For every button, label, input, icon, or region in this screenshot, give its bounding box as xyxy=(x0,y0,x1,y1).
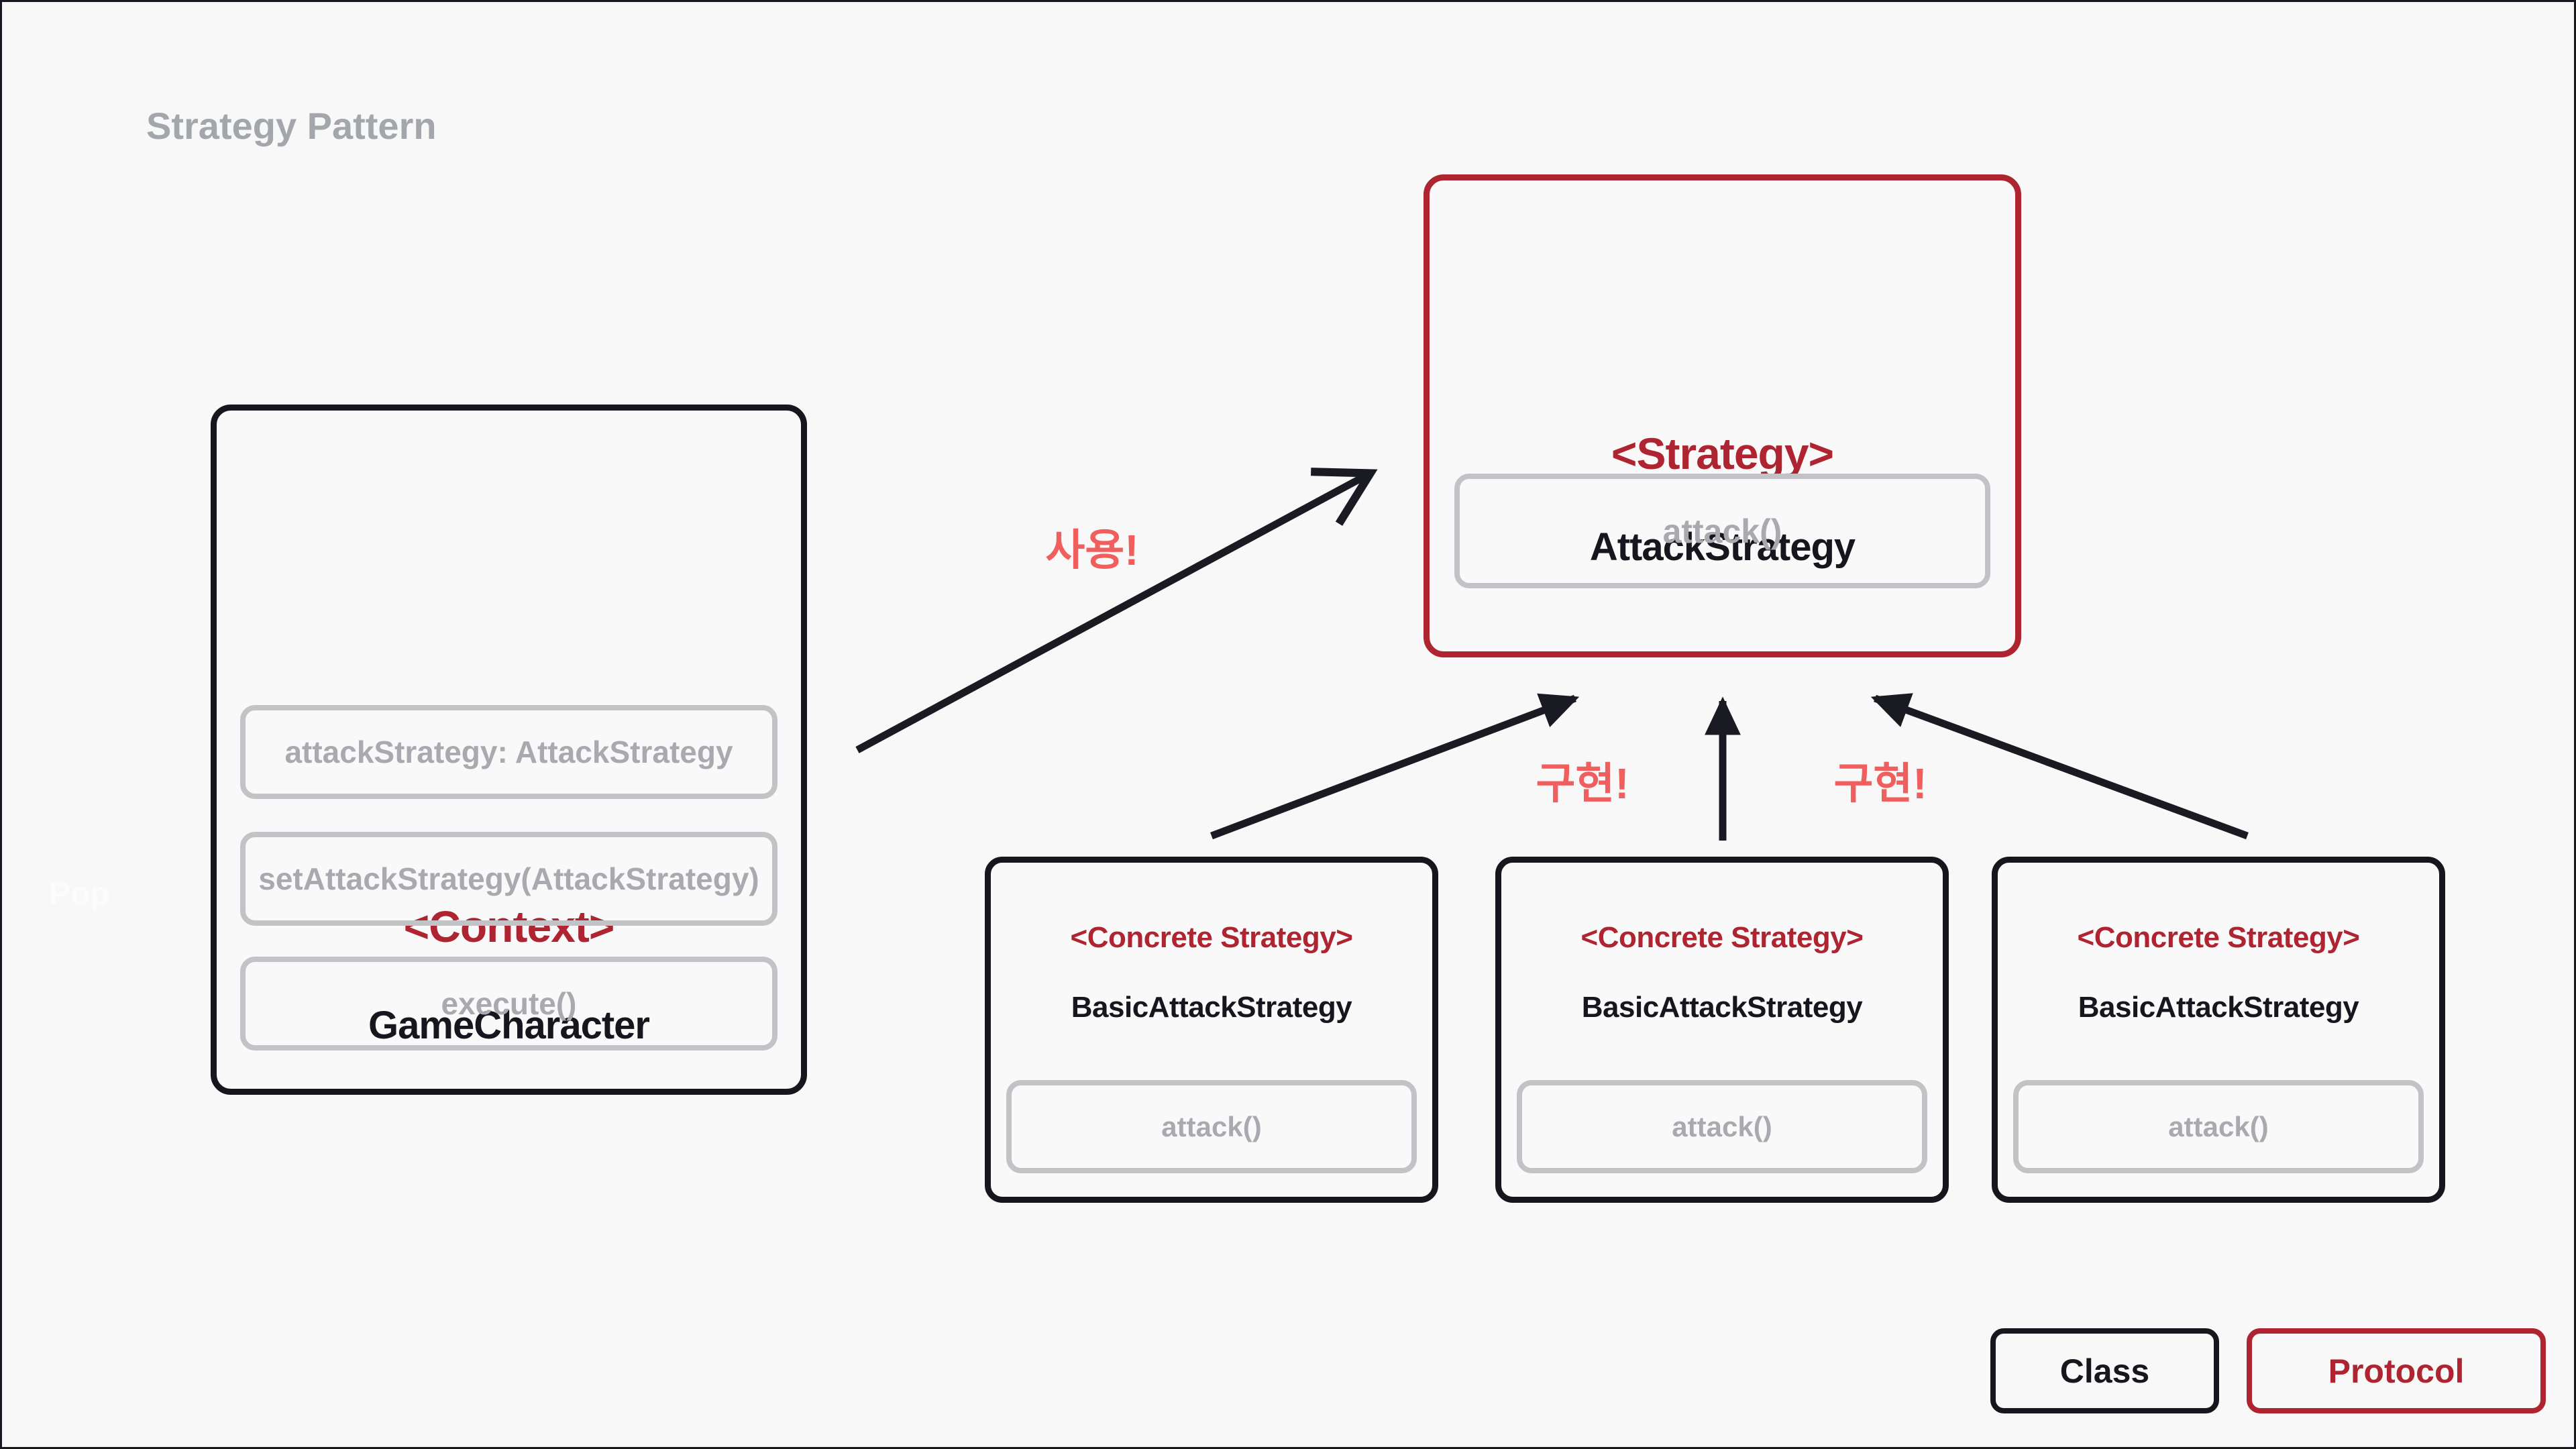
implement-arrow-label-right: 구현! xyxy=(1833,759,1927,808)
concrete-class-name-2: BasicAttackStrategy xyxy=(1581,991,1863,1024)
concrete-strategy-box-1: <Concrete Strategy> BasicAttackStrategy … xyxy=(985,857,1438,1203)
legend-class-chip: Class xyxy=(1990,1328,2219,1413)
page-title: Strategy Pattern xyxy=(146,105,437,147)
concrete-stereotype-3: <Concrete Strategy> xyxy=(2077,921,2360,954)
concrete-stereotype-2: <Concrete Strategy> xyxy=(1580,921,1864,954)
legend-protocol-label: Protocol xyxy=(2328,1352,2465,1390)
watermark-text: Pop xyxy=(49,876,110,912)
context-member-execute: execute() xyxy=(240,957,777,1051)
concrete-strategy-box-2: <Concrete Strategy> BasicAttackStrategy … xyxy=(1495,857,1949,1203)
concrete-member-attack-2: attack() xyxy=(1517,1080,1927,1173)
context-class-box: <Context> GameCharacter attackStrategy: … xyxy=(211,405,807,1095)
concrete-member-attack-1: attack() xyxy=(1006,1080,1417,1173)
concrete-class-name-3: BasicAttackStrategy xyxy=(2078,991,2359,1024)
context-class-name: GameCharacter xyxy=(368,1004,650,1047)
strategy-protocol-name: AttackStrategy xyxy=(1589,525,1856,569)
concrete-member-attack-3: attack() xyxy=(2013,1080,2424,1173)
implement-arrow-label-left: 구현! xyxy=(1536,759,1629,808)
strategy-stereotype: <Strategy> xyxy=(1611,429,1834,478)
concrete-class-name-1: BasicAttackStrategy xyxy=(1071,991,1352,1024)
context-member-attackStrategy: attackStrategy: AttackStrategy xyxy=(240,705,777,799)
context-member-setAttackStrategy: setAttackStrategy(AttackStrategy) xyxy=(240,832,777,926)
legend-protocol-chip: Protocol xyxy=(2247,1328,2546,1413)
legend-class-label: Class xyxy=(2059,1352,2150,1390)
implement-arrow-left xyxy=(1210,693,1580,840)
concrete-stereotype-1: <Concrete Strategy> xyxy=(1070,921,1353,954)
context-stereotype: <Context> xyxy=(403,902,615,951)
strategy-member-attack: attack() xyxy=(1454,474,1990,588)
concrete-strategy-box-3: <Concrete Strategy> BasicAttackStrategy … xyxy=(1992,857,2445,1203)
strategy-protocol-box: <Strategy> AttackStrategy attack() xyxy=(1424,174,2021,657)
implement-arrow-right xyxy=(1870,693,2249,840)
use-arrow-label: 사용! xyxy=(1045,526,1139,574)
